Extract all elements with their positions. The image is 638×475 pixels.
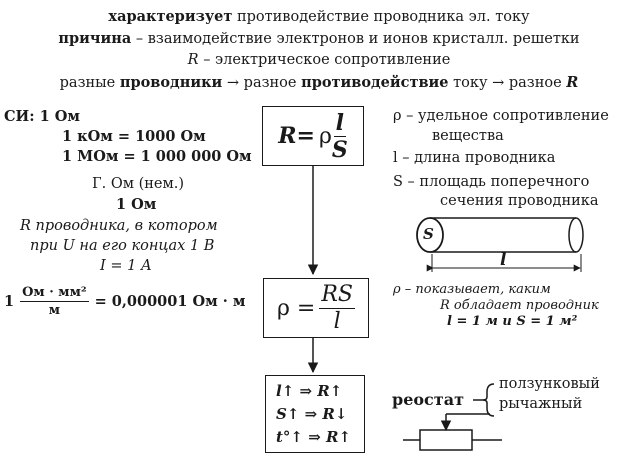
header-line-3-text: – электрическое сопротивление (203, 52, 451, 68)
header-line-4: разные проводники → разное противодейств… (0, 74, 638, 91)
resistivity-formula-box: ρ = RS l (263, 278, 369, 338)
header-line-4-part-c: → разное (226, 75, 297, 91)
header-line-1-text: противодействие проводника эл. току (236, 9, 530, 25)
resistance-formula-box: R= ρ l S (262, 106, 364, 166)
header-line-2: причина – взаимодействие электронов и ио… (0, 30, 638, 47)
legend-rho-line-2: вещества (432, 128, 504, 144)
rheostat-type-lever: рычажный (499, 396, 583, 412)
cylinder-length-label: l (500, 250, 507, 270)
dependency-length: l↑ ⇒ R↑ (276, 382, 343, 400)
formula2-fraction: RS l (319, 281, 355, 334)
cylinder-cross-section (416, 217, 444, 253)
formula1-numerator: l (333, 109, 346, 137)
legend-area-line-2: сечения проводника (440, 193, 599, 209)
header-line-4-part-a: разные (59, 75, 116, 91)
conversion-numerator: Ом · мм² (20, 285, 89, 302)
conductor-cylinder (416, 217, 584, 272)
rho-note-line-2: R обладает проводник (440, 298, 599, 313)
conversion-denominator: м (48, 303, 60, 318)
formula2-denominator: l (333, 308, 341, 334)
dependency-temperature: t°↑ ⇒ R↑ (276, 428, 352, 446)
header-line-4-part-b: проводники (119, 74, 223, 91)
rheostat-type-slider: ползунковый (499, 376, 600, 392)
header-line-4-part-d: противодействие (301, 74, 449, 91)
header-line-1: характеризует противодействие проводника… (0, 8, 638, 25)
conversion-result: = 0,000001 Ом · м (94, 293, 246, 310)
legend-area-line-1: S – площадь поперечного (393, 174, 590, 190)
megaohm-conversion: 1 МОм = 1 000 000 Ом (62, 148, 252, 165)
cylinder-area-label: S (423, 225, 434, 243)
legend-rho-line-1: ρ – удельное сопротивление (393, 108, 609, 124)
ohm-definition-line-1: R проводника, в котором (20, 218, 218, 234)
header-line-4-part-e: току → разное (453, 75, 562, 91)
formula1-fraction: l S (332, 112, 348, 161)
rheostat-resistor (419, 429, 473, 451)
legend-length: l – длина проводника (393, 150, 556, 166)
si-unit: СИ: 1 Ом (4, 108, 81, 125)
resistivity-unit-conversion: 1 Ом · мм² м = 0,000001 Ом · м (4, 286, 245, 317)
header-line-4-part-f: R (566, 74, 579, 91)
kiloohm-conversion: 1 кОм = 1000 Ом (62, 128, 206, 145)
dependencies-box: l↑ ⇒ R↑ S↑ ⇒ R↓ t°↑ ⇒ R↑ (265, 375, 365, 453)
formula1-denominator: S (331, 136, 348, 163)
ohm-definition-line-3: I = 1 А (100, 258, 152, 274)
formula2-lhs: ρ = (276, 295, 316, 321)
header-line-3: R – электрическое сопротивление (0, 52, 638, 68)
formula1-rho: ρ (318, 123, 332, 149)
rho-note-line-1: ρ – показывает, каким (393, 282, 551, 297)
header-line-2-text: – взаимодействие электронов и ионов крис… (135, 31, 580, 47)
header-keyword-cause: причина (58, 30, 132, 47)
ohm-definition-line-2: при U на его концах 1 В (30, 238, 215, 254)
header-keyword-characterizes: характеризует (108, 8, 233, 25)
rheostat-label: реостат (392, 390, 464, 409)
formula1-lhs: R= (278, 123, 315, 149)
conversion-lead: 1 (4, 293, 15, 310)
ohm-name-origin: Г. Ом (нем.) (92, 176, 185, 192)
rho-note-line-3: l = 1 м и S = 1 м² (447, 314, 578, 329)
one-ohm-label: 1 Ом (116, 196, 157, 213)
conversion-fraction: Ом · мм² м (20, 285, 89, 318)
rheostat-types-brace (482, 383, 495, 417)
formula2-numerator: RS (319, 281, 355, 309)
rheostat-symbol (403, 383, 502, 451)
cylinder-end-cap (568, 217, 584, 253)
header-symbol-r: R (187, 52, 199, 68)
dependency-area: S↑ ⇒ R↓ (276, 405, 348, 423)
